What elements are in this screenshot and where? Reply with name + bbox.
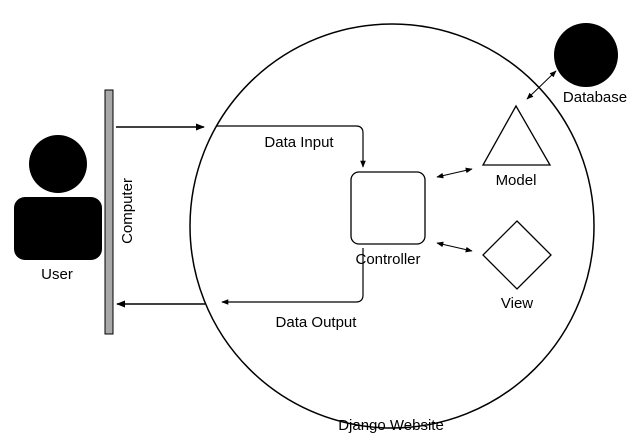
- user-label: User: [41, 266, 73, 283]
- view-diamond: [482, 220, 552, 290]
- computer-bar: [104, 89, 114, 335]
- website-boundary: [189, 23, 595, 429]
- input-arrow-controller: [216, 125, 366, 168]
- view-label: View: [501, 295, 533, 312]
- controller-box: [350, 171, 426, 245]
- controller-model-connector: [436, 167, 473, 179]
- controller-view-connector: [436, 241, 473, 253]
- website-label: Django Website: [338, 417, 444, 434]
- controller-label: Controller: [355, 251, 420, 268]
- database-label: Database: [563, 89, 627, 106]
- model-label: Model: [496, 172, 537, 189]
- data-input-label: Data Input: [264, 134, 334, 151]
- computer-label: Computer: [119, 178, 136, 244]
- database-icon: [554, 23, 618, 87]
- data-output-label: Data Output: [276, 314, 358, 331]
- user-icon: [14, 135, 102, 260]
- model-database-connector: [526, 70, 557, 100]
- model-triangle: [481, 104, 552, 166]
- output-arrow-controller: [221, 248, 364, 305]
